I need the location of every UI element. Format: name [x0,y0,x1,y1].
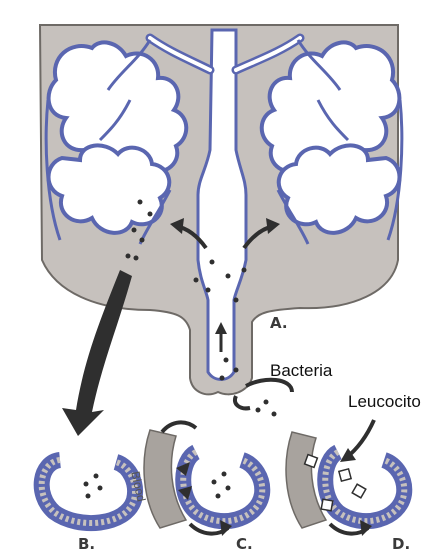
alveolus-panel-d [286,420,404,536]
label-panel-d: D. [392,535,410,553]
label-panel-c: C. [236,535,253,553]
label-leucocito: Leucocito [348,392,421,412]
label-panel-b: B. [78,535,95,553]
label-panel-a: A. [270,314,288,332]
alveolus-panel-c [144,422,262,536]
alveolus-panel-b [42,460,135,523]
label-bacteria: Bacteria [270,361,332,381]
